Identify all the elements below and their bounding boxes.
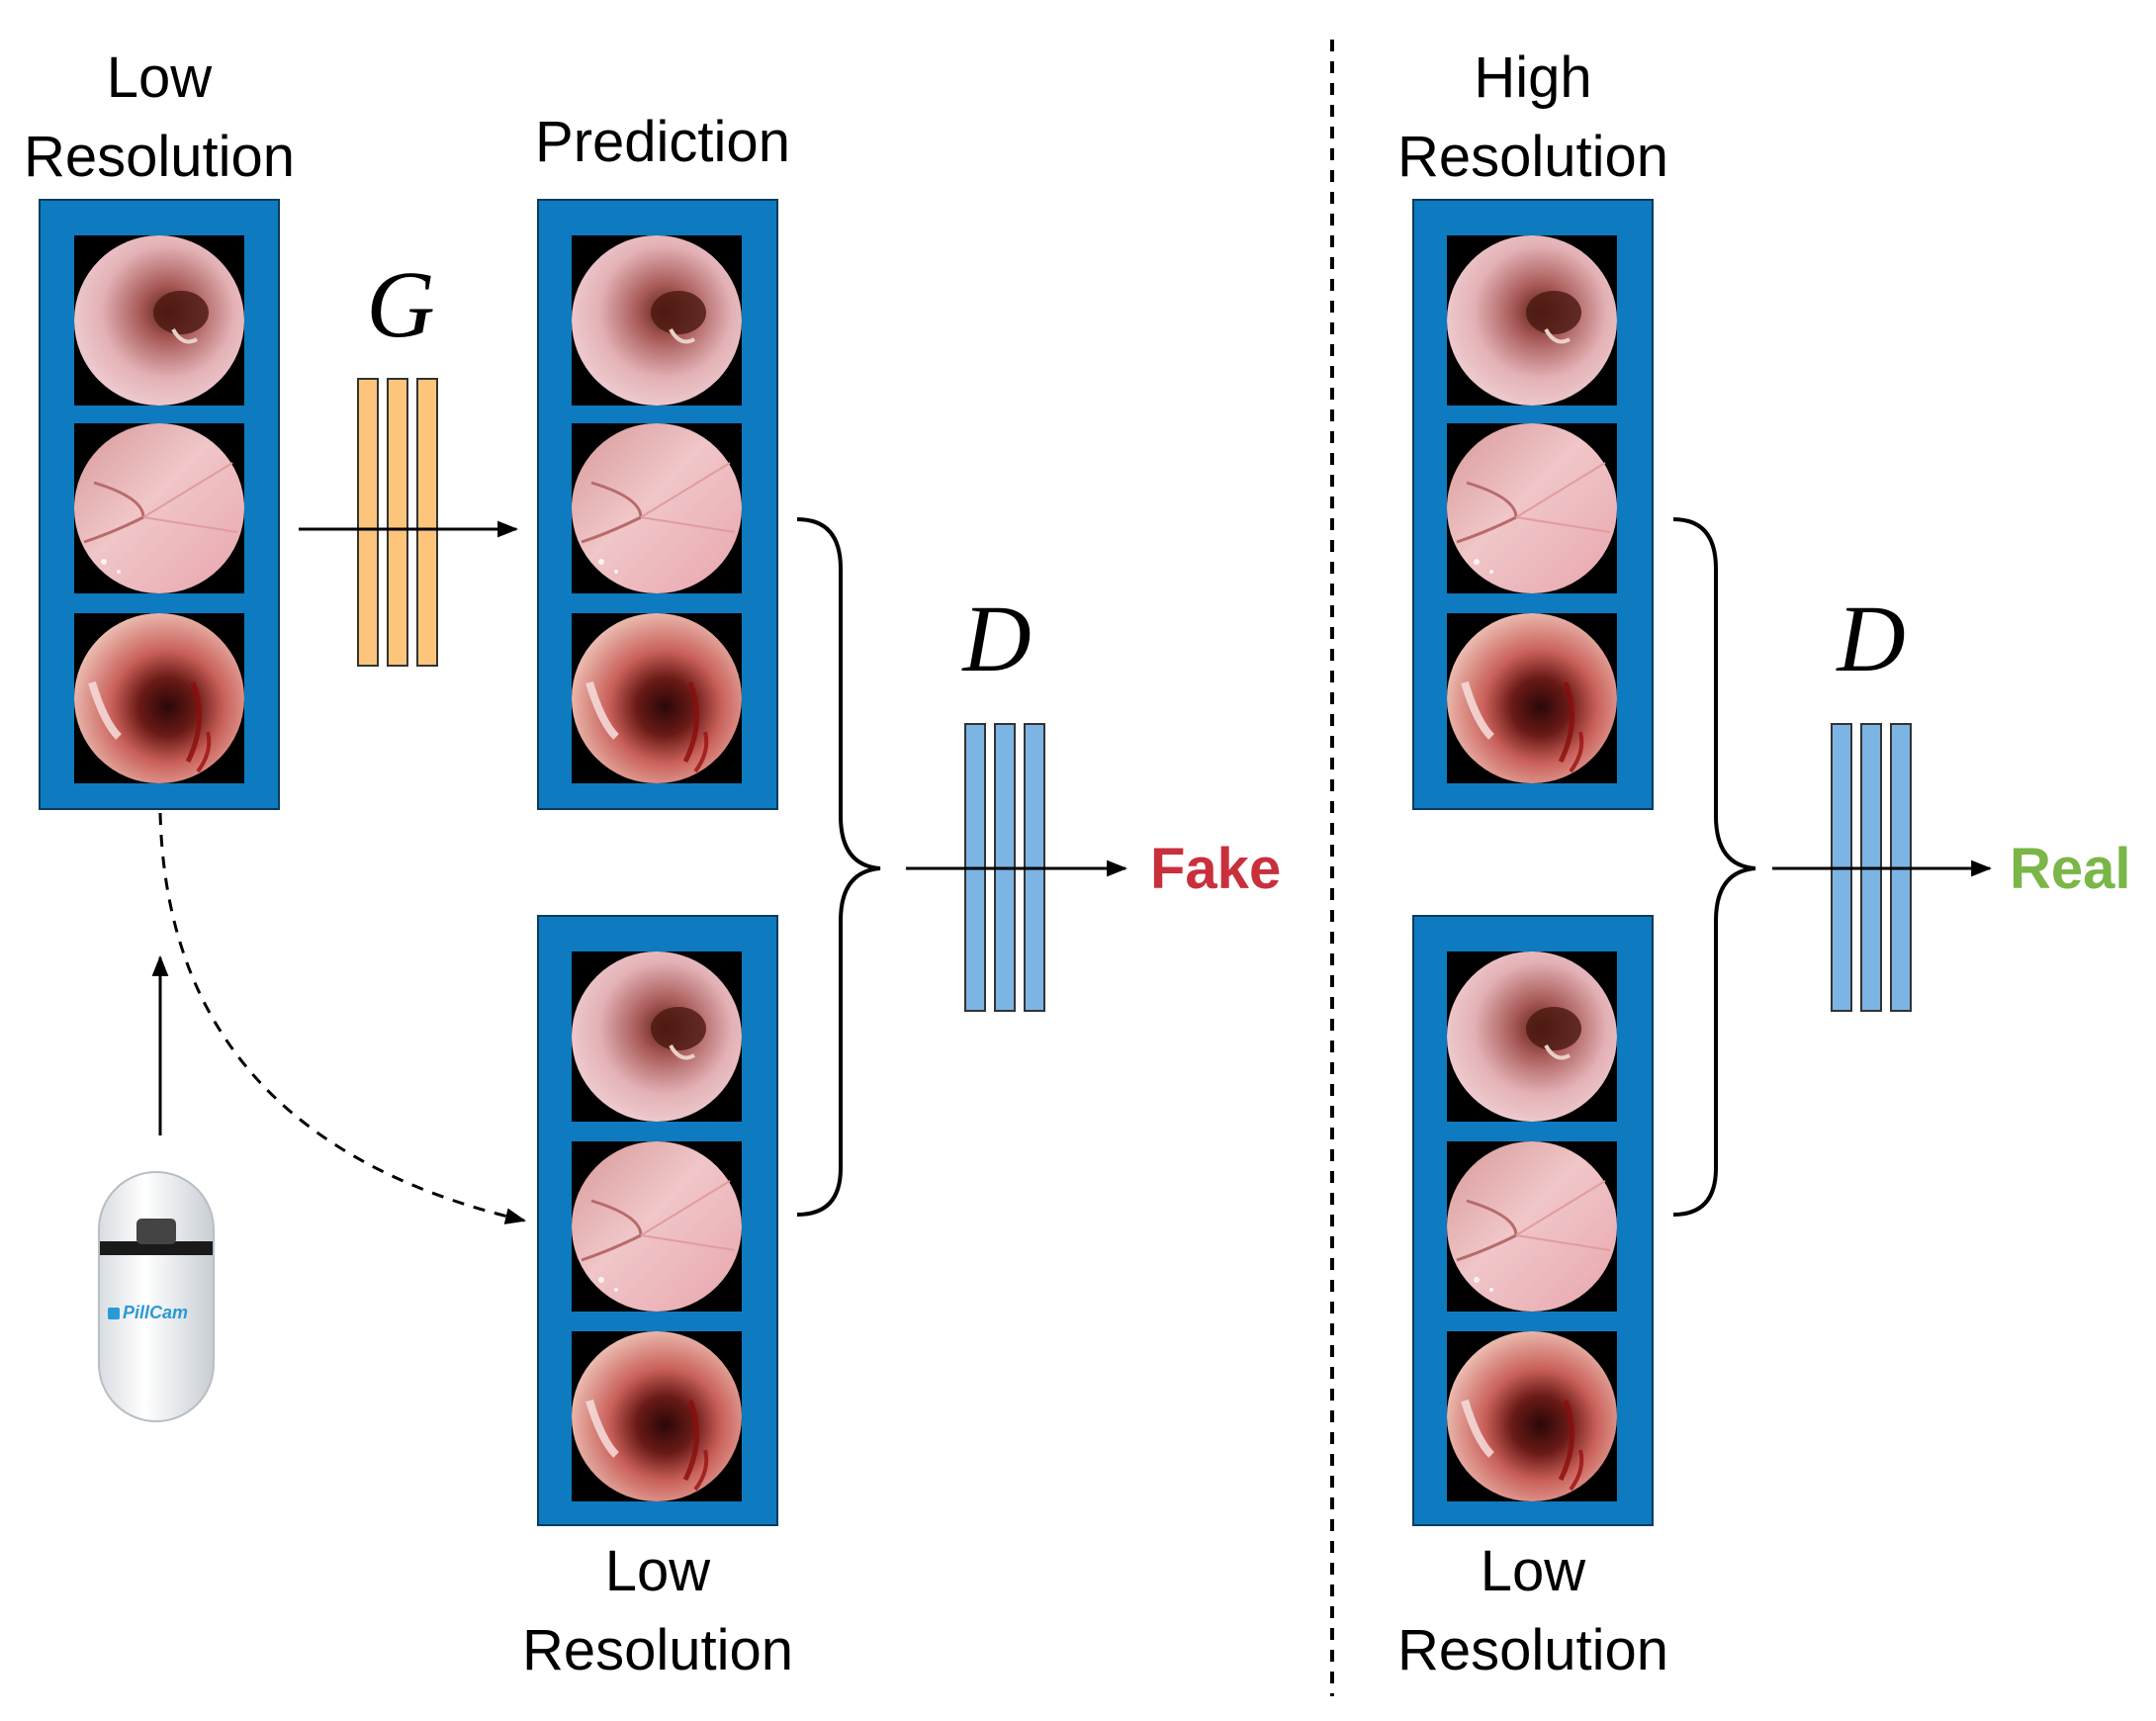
lowres-frame-stack [537, 915, 778, 1526]
copy-dashed-arrow [158, 812, 527, 1224]
right-lowres-bottom-label-line2: Resolution [1397, 1618, 1668, 1682]
discriminator-symbol: D [960, 586, 1031, 691]
hires-top-label-line1: High [1474, 45, 1591, 110]
real-label: Real [2010, 837, 2131, 901]
lowres-bottom-label: Low Resolution [522, 1539, 793, 1682]
generator-layer [416, 378, 438, 667]
input-frame-stack [39, 199, 280, 810]
pillcam-capsule: PillCam [98, 1171, 215, 1422]
lowres-bottom-label-line1: Low [605, 1539, 712, 1603]
discriminator-block-left: D [960, 586, 1045, 1012]
discriminator-block-right: D [1831, 586, 1912, 1012]
prediction-frame-stack [537, 199, 778, 810]
input-label-line2: Resolution [24, 125, 295, 189]
pillcam-brand: PillCam [123, 1303, 188, 1322]
right-discriminator-symbol: D [1835, 586, 1905, 691]
pillcam-logo-icon [108, 1308, 120, 1319]
input-label: Low Resolution [24, 45, 295, 189]
prediction-label: Prediction [535, 110, 790, 174]
generator-block: G [357, 251, 438, 667]
generator-layer [357, 378, 379, 667]
hires-top-label-line2: Resolution [1397, 125, 1668, 189]
input-label-line1: Low [107, 45, 214, 110]
right-lowres-bottom-label-line1: Low [1481, 1539, 1587, 1603]
hires-frame-stack [1412, 199, 1654, 810]
lowres-bottom-label-line2: Resolution [522, 1618, 793, 1682]
right-pair-brace [1672, 517, 1756, 1217]
right-lowres-bottom-label: Low Resolution [1397, 1539, 1668, 1682]
generator-layer [387, 378, 408, 667]
right-lowres-frame-stack [1412, 915, 1654, 1526]
hires-top-label: High Resolution [1397, 45, 1668, 189]
generator-symbol: G [366, 251, 434, 357]
pair-brace [796, 517, 881, 1217]
fake-label: Fake [1150, 837, 1281, 901]
